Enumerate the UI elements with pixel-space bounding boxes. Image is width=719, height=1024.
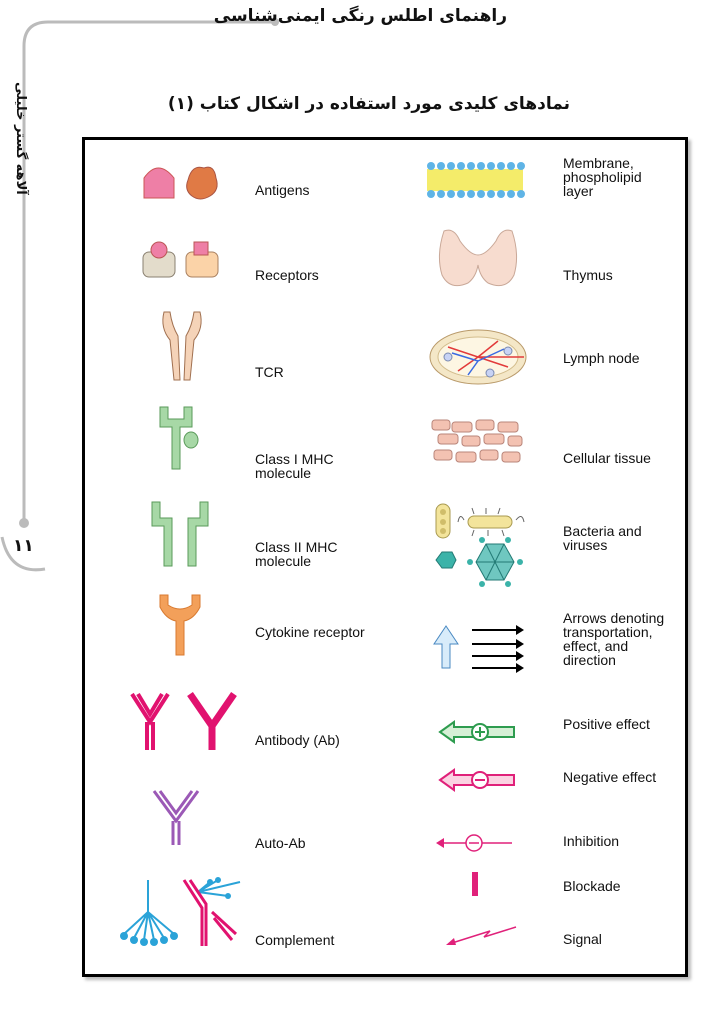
author-name: آلاهه گستر خلیلی (13, 82, 28, 195)
label-bacteria-viruses: Bacteria and viruses (563, 523, 642, 553)
label-membrane: Membrane, phospholipid layer (563, 155, 642, 199)
arrows-icon (433, 625, 524, 673)
signal-icon (446, 926, 517, 945)
membrane-icon (427, 162, 525, 198)
label-antibody: Antibody (Ab) (255, 732, 340, 748)
label-cytokine-receptor: Cytokine receptor (255, 624, 365, 640)
receptor-icon (142, 241, 219, 278)
label-arrows: Arrows denoting transportation, effect, … (563, 610, 665, 668)
label-mhc-class1: Class I MHC molecule (255, 451, 334, 481)
label-tcr: TCR (255, 364, 284, 380)
label-blockade: Blockade (563, 878, 621, 894)
tcr-icon (162, 311, 202, 381)
page-number-arc (0, 536, 46, 572)
label-complement: Complement (255, 932, 335, 948)
thymus-icon (438, 229, 518, 287)
label-positive-effect: Positive effect (563, 716, 650, 732)
label-thymus: Thymus (563, 267, 613, 283)
book-title: راهنمای اطلس رنگی ایمنی‌شناسی (213, 6, 507, 26)
complement-icon (120, 877, 241, 946)
label-negative-effect: Negative effect (563, 769, 657, 785)
label-mhc-class2: Class II MHC molecule (255, 539, 338, 569)
label-inhibition: Inhibition (563, 833, 620, 849)
label-lymph-node: Lymph node (563, 350, 640, 366)
label-auto-ab: Auto-Ab (255, 835, 306, 851)
blockade-icon (472, 872, 478, 896)
auto-antibody-icon (152, 790, 200, 845)
label-signal: Signal (563, 931, 602, 947)
symbols-frame (82, 137, 688, 977)
antigen-icon (143, 166, 218, 200)
cellular-tissue-icon (431, 419, 523, 463)
page-number: ۱۱ (13, 536, 34, 556)
inhibition-icon (436, 834, 512, 852)
bacteria-virus-icon (435, 503, 525, 587)
mhc-class2-icon (151, 501, 209, 567)
label-antigens: Antigens (255, 182, 310, 198)
page-title: نمادهای کلیدی مورد استفاده در اشکال کتاب… (167, 94, 570, 114)
mhc-class1-icon (159, 406, 199, 470)
positive-effect-icon (438, 720, 515, 744)
negative-effect-icon (438, 768, 515, 792)
antibody-icon (130, 692, 237, 750)
header-rule (19, 18, 279, 528)
label-cellular-tissue: Cellular tissue (563, 450, 651, 466)
lymph-node-icon (429, 329, 527, 385)
cytokine-receptor-icon (159, 594, 201, 656)
label-receptors: Receptors (255, 267, 319, 283)
